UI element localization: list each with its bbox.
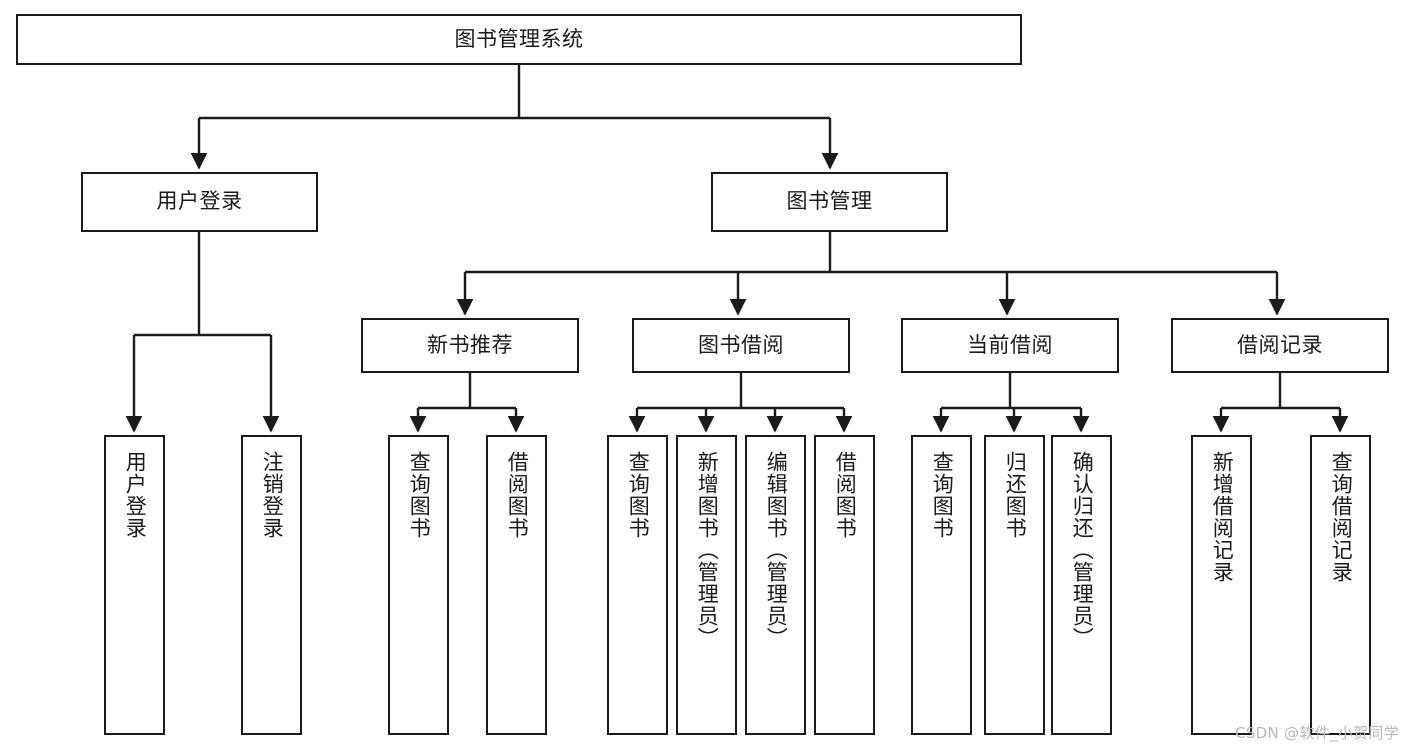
node-user-login-label: 用户登录 <box>156 189 243 214</box>
node-leaf-user-login[interactable]: 用户登录 <box>104 435 165 735</box>
watermark-text: CSDN @软件_小贺同学 <box>1235 724 1399 742</box>
node-leaf-return-book-label: 归还图书 <box>1003 451 1028 539</box>
node-root-label: 图书管理系统 <box>454 26 584 51</box>
node-book-borrow-label: 图书借阅 <box>698 332 784 357</box>
node-leaf-query-book-3[interactable]: 查询图书 <box>911 435 972 735</box>
node-leaf-add-book-label: 新增图书（管理员） <box>695 451 720 649</box>
node-leaf-confirm-return[interactable]: 确认归还（管理员） <box>1051 435 1112 735</box>
node-root[interactable]: 图书管理系统 <box>16 14 1022 65</box>
node-leaf-query-borrow-record[interactable]: 查询借阅记录 <box>1310 435 1371 735</box>
node-leaf-edit-book[interactable]: 编辑图书（管理员） <box>745 435 806 735</box>
node-leaf-borrow-book-2-label: 借阅图书 <box>833 451 858 539</box>
node-leaf-user-logout[interactable]: 注销登录 <box>241 435 302 735</box>
node-leaf-query-book-2-label: 查询图书 <box>626 451 651 539</box>
node-user-login[interactable]: 用户登录 <box>81 172 318 232</box>
node-leaf-user-logout-label: 注销登录 <box>260 451 285 539</box>
node-book-borrow[interactable]: 图书借阅 <box>632 318 850 373</box>
node-leaf-query-book-1-label: 查询图书 <box>407 451 432 539</box>
node-leaf-add-borrow-record-label: 新增借阅记录 <box>1210 451 1235 583</box>
node-leaf-add-book[interactable]: 新增图书（管理员） <box>676 435 737 735</box>
node-leaf-confirm-return-label: 确认归还（管理员） <box>1070 451 1095 649</box>
node-book-manage-label: 图书管理 <box>786 189 873 214</box>
node-new-book-recommend-label: 新书推荐 <box>427 332 513 357</box>
node-leaf-return-book[interactable]: 归还图书 <box>984 435 1045 735</box>
node-book-manage[interactable]: 图书管理 <box>711 172 948 232</box>
node-borrow-record-label: 借阅记录 <box>1237 332 1323 357</box>
node-current-borrow-label: 当前借阅 <box>967 332 1053 357</box>
node-leaf-borrow-book-2[interactable]: 借阅图书 <box>814 435 875 735</box>
node-leaf-query-book-1[interactable]: 查询图书 <box>388 435 449 735</box>
node-current-borrow[interactable]: 当前借阅 <box>901 318 1119 373</box>
node-borrow-record[interactable]: 借阅记录 <box>1171 318 1389 373</box>
node-leaf-borrow-book-1-label: 借阅图书 <box>505 451 530 539</box>
node-leaf-query-borrow-record-label: 查询借阅记录 <box>1329 451 1354 583</box>
node-leaf-add-borrow-record[interactable]: 新增借阅记录 <box>1191 435 1252 735</box>
node-leaf-query-book-2[interactable]: 查询图书 <box>607 435 668 735</box>
node-leaf-edit-book-label: 编辑图书（管理员） <box>764 451 789 649</box>
node-leaf-user-login-label: 用户登录 <box>123 451 148 539</box>
node-leaf-borrow-book-1[interactable]: 借阅图书 <box>486 435 547 735</box>
node-leaf-query-book-3-label: 查询图书 <box>930 451 955 539</box>
node-new-book-recommend[interactable]: 新书推荐 <box>361 318 579 373</box>
